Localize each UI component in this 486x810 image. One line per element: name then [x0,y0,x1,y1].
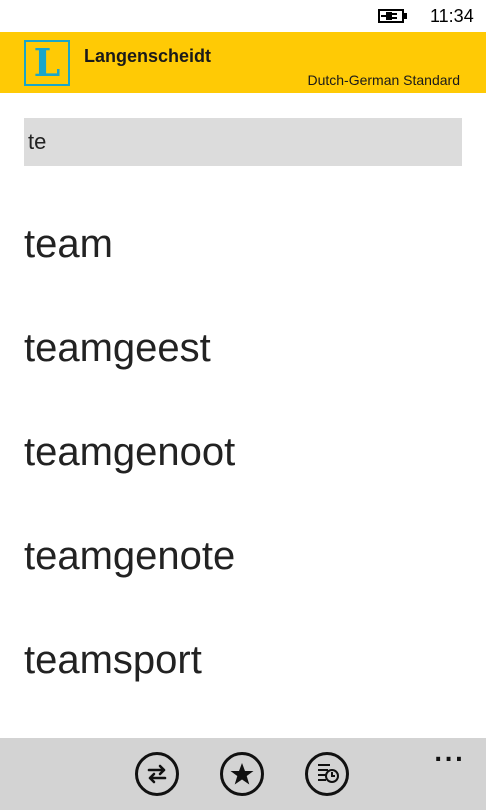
search-box[interactable] [24,118,462,166]
result-item[interactable]: teamgenote [24,534,236,578]
clock: 11:34 [430,6,474,26]
result-item[interactable]: teamgenoot [24,430,236,474]
swap-direction-button[interactable] [135,752,179,796]
favorites-star-icon [230,763,254,785]
status-bar: 11:34 [0,0,486,32]
history-icon [318,764,339,783]
favorites-button[interactable] [220,752,264,796]
results-list: team teamgeest teamgenoot teamgenote tea… [24,192,464,712]
search-input[interactable] [28,129,462,155]
logo-letter: L [33,40,61,85]
brand-name: Langenscheidt [84,46,212,66]
app-bar: ... [0,738,486,810]
history-button[interactable] [305,752,349,796]
more-options-button[interactable]: ... [434,742,466,767]
result-item[interactable]: team [24,222,113,266]
result-item[interactable]: teamsport [24,638,202,682]
result-item[interactable]: teamgeest [24,326,211,370]
swap-direction-icon [147,764,167,784]
langenscheidt-logo: L [24,40,70,86]
battery-charging-icon [378,9,407,23]
dictionary-name[interactable]: Dutch-German Standard [307,72,460,88]
app-header: L Langenscheidt Dutch-German Standard [0,32,486,93]
